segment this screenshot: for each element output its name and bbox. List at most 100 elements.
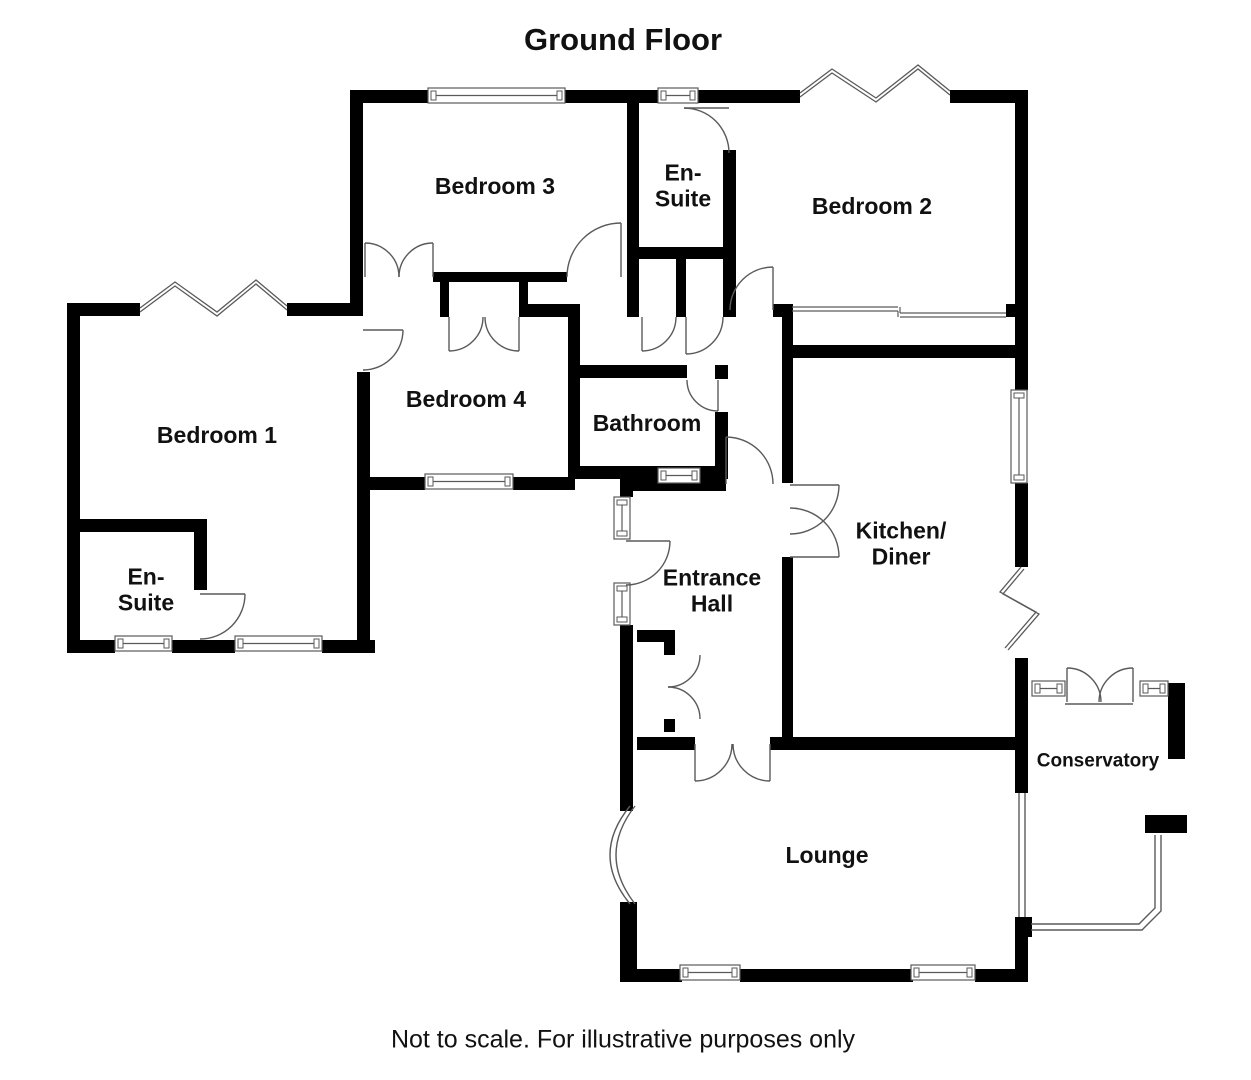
inner-hall-door — [725, 436, 774, 485]
wall-segment — [568, 365, 687, 378]
kitchen-right-wall-break — [1001, 568, 1041, 651]
wall-segment — [740, 969, 913, 982]
room-label-bedroom3: Bedroom 3 — [434, 173, 556, 200]
conservatory-window-left — [1031, 680, 1066, 697]
wall-segment — [698, 90, 800, 103]
wall-segment — [637, 630, 675, 642]
conservatory-window-right — [1139, 680, 1169, 697]
entrance-hall-line1: Entrance — [662, 564, 762, 591]
wall-segment — [433, 272, 567, 282]
front-door — [625, 540, 671, 586]
wall-segment — [287, 303, 363, 316]
wall-segment — [1015, 345, 1028, 390]
bedroom4-wardrobe-left — [448, 316, 484, 352]
wall-segment — [1015, 483, 1028, 567]
left-wall-break — [139, 279, 288, 313]
bedroom1-window — [234, 635, 323, 652]
wall-segment — [172, 640, 235, 653]
wall-segment — [67, 303, 80, 653]
wall-segment — [350, 90, 428, 103]
kitchen-window — [1010, 389, 1028, 484]
wall-segment — [715, 412, 728, 479]
bedroom2-text: Bedroom 2 — [811, 193, 933, 220]
hall-cupboard-bifold-lower — [667, 686, 701, 720]
wall-segment — [782, 557, 793, 750]
hall-cupboard-bifold-upper — [667, 654, 701, 688]
wall-segment — [950, 90, 1028, 103]
room-label-kitchen-diner: Kitchen/ Diner — [855, 517, 947, 570]
wall-segment — [723, 150, 736, 317]
wall-segment — [782, 317, 793, 483]
room-label-bathroom: Bathroom — [592, 410, 702, 437]
bedroom3-wardrobe-left — [364, 242, 400, 278]
wall-segment — [1015, 658, 1028, 793]
left-wall-break — [139, 283, 288, 317]
wall-segment — [627, 103, 639, 317]
en-suite-top-door — [683, 107, 730, 154]
wall-segment — [67, 640, 115, 653]
windows — [114, 87, 1169, 981]
entrance-hall-line2: Hall — [690, 590, 734, 616]
closet-door-left — [641, 316, 677, 352]
wall-segment — [620, 902, 637, 982]
wall-segment — [67, 303, 140, 316]
bedroom2-door — [729, 266, 774, 311]
walls — [67, 90, 1187, 982]
ensuite-bottom-line1: En- — [127, 563, 165, 590]
wall-segment — [528, 304, 580, 317]
disclaimer-text: Not to scale. For illustrative purposes … — [390, 1025, 856, 1054]
wall-segment — [770, 737, 1028, 750]
lounge-door-left — [694, 743, 733, 782]
ensuite-top-line1: En- — [664, 159, 702, 186]
lounge-bow-window — [609, 805, 636, 905]
conservatory-french-door-left — [1066, 667, 1102, 703]
wall-segment — [620, 478, 633, 497]
wall-segment — [1006, 304, 1015, 317]
wall-segment — [357, 477, 425, 490]
kitchen-diner-line2: Diner — [871, 543, 931, 569]
lounge-door-right — [732, 743, 771, 782]
kitchen-door-lower — [789, 507, 840, 558]
room-label-entrance-hall: Entrance Hall — [662, 564, 762, 617]
wall-segment — [715, 365, 728, 379]
wall-segment — [568, 313, 580, 365]
wall-segment — [568, 365, 580, 479]
top-right-wall-break — [799, 64, 951, 99]
wall-segment — [664, 642, 675, 655]
room-label-bedroom1: Bedroom 1 — [157, 422, 277, 449]
wall-segment — [622, 969, 682, 982]
wall-segment — [350, 103, 363, 316]
kitchen-diner-line1: Kitchen/ — [855, 517, 947, 544]
wall-segment — [664, 719, 675, 732]
conservatory-glazing — [1018, 703, 1162, 931]
wall-segment — [1015, 917, 1032, 937]
lounge-window-right — [910, 964, 976, 981]
bathroom-text: Bathroom — [592, 410, 702, 437]
bedroom1-door — [362, 329, 404, 371]
wall-segment — [975, 969, 1028, 982]
bedroom4-window — [424, 473, 514, 490]
hall-window-lower — [613, 582, 631, 626]
wall-break-lines — [139, 64, 1041, 651]
wall-segment — [440, 282, 449, 317]
wall-segment — [357, 372, 370, 653]
en-suite-bottom-door — [199, 593, 246, 640]
bedroom3-text: Bedroom 3 — [434, 173, 556, 200]
bedroom4-text: Bedroom 4 — [405, 386, 527, 413]
wall-segment — [787, 345, 1015, 358]
wall-segment — [575, 466, 728, 479]
bedroom3-wardrobe-right — [398, 242, 434, 278]
kitchen-right-wall-break — [998, 566, 1038, 649]
ensuite-bottom-line2: Suite — [117, 589, 175, 615]
wall-segment — [783, 304, 792, 317]
bedroom3-door — [566, 222, 622, 278]
wall-segment — [630, 247, 736, 259]
room-label-ensuite-bottom: En- Suite — [117, 563, 175, 616]
top-right-wall-break — [799, 68, 951, 103]
hall-window-upper — [613, 496, 631, 540]
wall-segment — [513, 477, 575, 490]
room-label-bedroom4: Bedroom 4 — [405, 386, 527, 413]
bedroom3-window — [427, 87, 566, 104]
conservatory-text: Conservatory — [1036, 750, 1160, 772]
